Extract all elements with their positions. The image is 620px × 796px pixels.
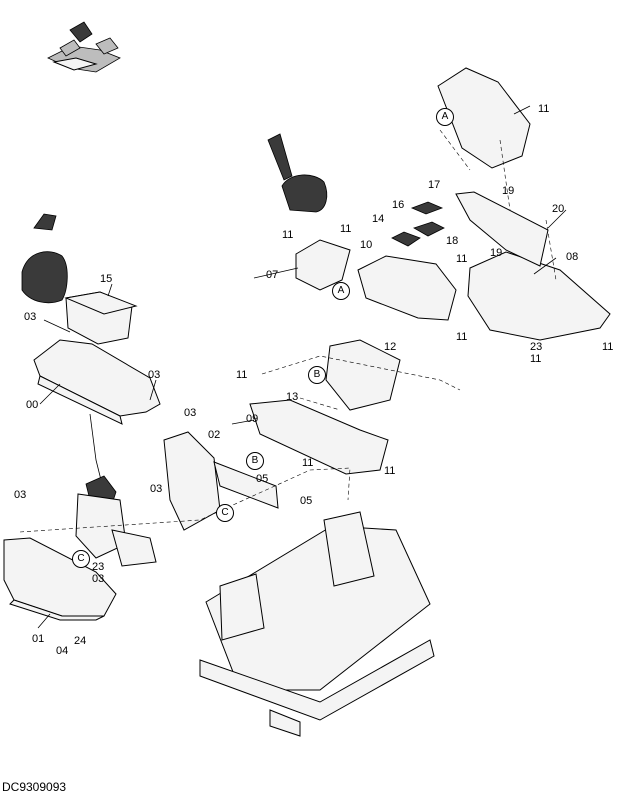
label-19: 19 [502,185,515,197]
label-10: 10 [360,239,373,251]
cupholder [64,291,138,315]
label-03: 03 [148,369,161,381]
label-01: 01 [32,633,45,645]
console-right [437,67,611,341]
label-11: 11 [602,341,614,353]
label-12: 12 [384,341,397,353]
label-16: 16 [392,199,405,211]
label-24: 24 [74,635,87,647]
label-03: 03 [150,483,163,495]
label-11: 11 [530,353,542,365]
label-11: 11 [384,465,396,477]
lever-mechanism [75,413,157,567]
console-left [21,213,161,425]
label-17: 17 [428,179,441,191]
label-03: 03 [184,407,197,419]
switch-blocks [391,201,445,247]
ref-circle-a: A [332,282,350,300]
label-11: 11 [282,229,294,241]
ref-circle-a: A [436,108,454,126]
label-11: 11 [236,369,248,381]
label-23: 23 [92,561,105,573]
label-03: 03 [24,311,37,323]
drawing-code: DC9309093 [2,780,67,794]
label-11: 11 [340,223,352,235]
label-11: 11 [456,331,468,343]
ref-circle-b: B [246,452,264,470]
label-09: 09 [246,413,259,425]
label-13: 13 [286,391,299,403]
label-08: 08 [566,251,579,263]
label-18: 18 [446,235,459,247]
ref-circle-b: B [308,366,326,384]
seat-frame [199,511,435,737]
direction-compass-icon [47,21,121,73]
label-20: 20 [552,203,565,215]
label-11: 11 [456,253,468,265]
bracket-02 [163,431,279,531]
label-11: 11 [302,457,314,469]
ref-circle-c: C [72,550,90,568]
label-07: 07 [266,269,279,281]
label-23: 23 [530,341,543,353]
cover-left-lower [3,537,117,621]
label-05: 05 [300,495,313,507]
label-04: 04 [56,645,69,657]
label-11: 11 [538,103,550,115]
label-15: 15 [100,273,113,285]
label-14: 14 [372,213,385,225]
label-19: 19 [490,247,503,259]
label-03: 03 [92,573,105,585]
label-02: 02 [208,429,221,441]
ref-circle-c: C [216,504,234,522]
label-00: 00 [26,399,39,411]
console-right-center [249,255,457,475]
label-05: 05 [256,473,269,485]
label-03: 03 [14,489,27,501]
console-center [267,133,351,291]
